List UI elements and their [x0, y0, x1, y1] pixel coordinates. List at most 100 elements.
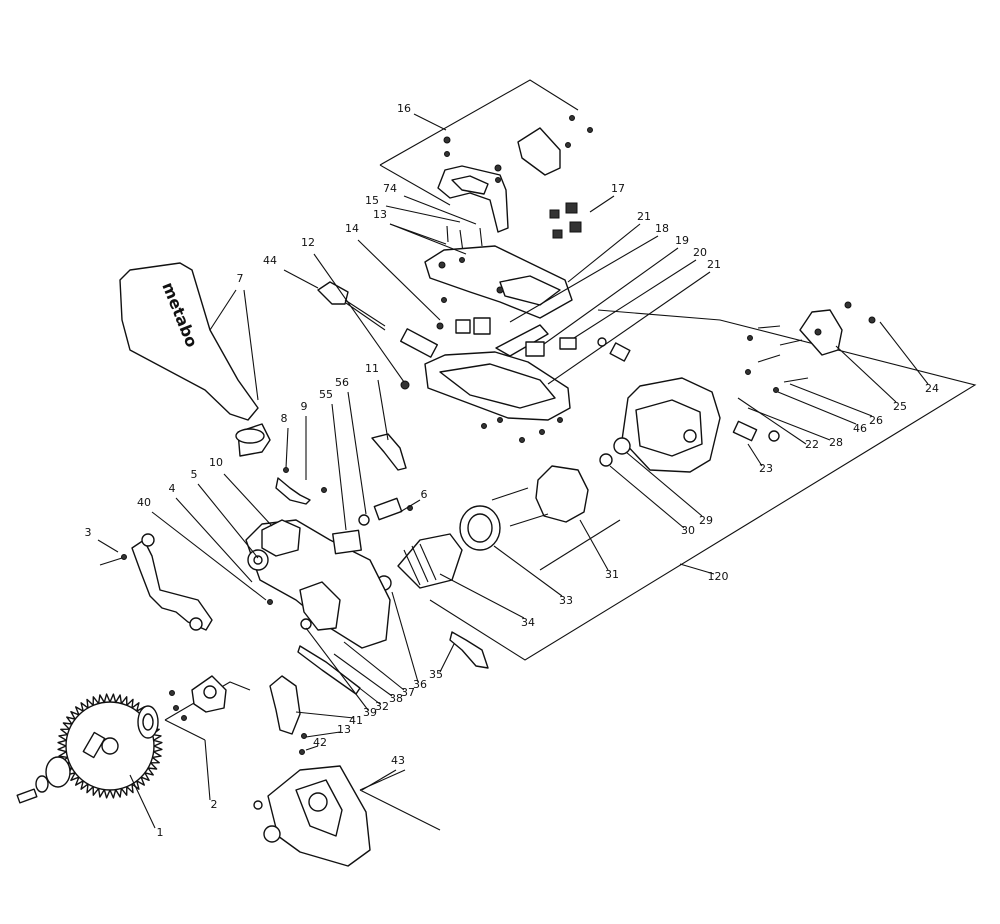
callout-28: 28 [829, 436, 843, 449]
leader-line-120 [679, 563, 715, 575]
callout-29: 29 [699, 514, 713, 527]
callout-34: 34 [521, 616, 535, 629]
leader-line-14 [357, 239, 441, 321]
base-housing [424, 351, 571, 443]
callout-13: 13 [337, 723, 351, 736]
callout-33: 33 [559, 594, 573, 607]
leader-line-4 [175, 497, 253, 583]
callout-120: 120 [708, 570, 729, 583]
callout-5: 5 [191, 468, 198, 481]
callout-32: 32 [375, 700, 389, 713]
callout-43: 43 [391, 754, 405, 767]
leader-line-36 [391, 591, 419, 683]
leader-line-44 [283, 269, 319, 289]
switch-parts [400, 297, 577, 390]
saw-blade-assembly [16, 675, 227, 804]
leader-line-33 [493, 545, 563, 597]
leader-line-40 [151, 511, 267, 601]
leader-line-55 [331, 403, 347, 531]
motor-housing [597, 301, 876, 473]
leader-line-22 [737, 397, 807, 445]
upper-guard [245, 519, 391, 649]
leader-line-18 [509, 235, 659, 323]
callout-3: 3 [85, 526, 92, 539]
group-lines [164, 79, 977, 831]
callout-38: 38 [389, 692, 403, 705]
callout-14: 14 [345, 222, 359, 235]
leader-line-38 [333, 653, 393, 697]
leader-line-32 [325, 661, 381, 705]
callout-42: 42 [313, 736, 327, 749]
callout-2: 2 [211, 798, 218, 811]
leader-line-26 [789, 383, 873, 417]
brush-holders [332, 497, 413, 555]
leader-line-6 [399, 499, 421, 513]
leader-line-43 [361, 769, 397, 791]
leader-line-56 [347, 391, 367, 515]
leader-line-15 [385, 205, 461, 223]
callout-9: 9 [301, 400, 308, 413]
leader-line-11 [377, 379, 389, 441]
leader-lines [97, 113, 929, 829]
leader-line-20 [573, 259, 697, 339]
leader-line-28 [747, 407, 831, 441]
callout-23: 23 [759, 462, 773, 475]
callout-10: 10 [209, 456, 223, 469]
callout-74: 74 [383, 182, 397, 195]
callout-37: 37 [401, 686, 415, 699]
callout-41: 41 [349, 714, 363, 727]
leader-line-1 [129, 774, 156, 829]
callout-18: 18 [655, 222, 669, 235]
callout-21: 21 [707, 258, 721, 271]
callout-36: 36 [413, 678, 427, 691]
leader-line-39 [305, 627, 369, 711]
leader-line-5 [197, 483, 259, 559]
leader-line-29 [625, 451, 703, 517]
handle-assembly [437, 115, 593, 253]
leader-line-25 [835, 345, 897, 403]
leader-line-34 [439, 573, 525, 619]
callout-26: 26 [869, 414, 883, 427]
leader-line-16 [413, 113, 447, 131]
callout-39: 39 [363, 706, 377, 719]
leader-line-37 [343, 641, 405, 691]
callout-56: 56 [335, 376, 349, 389]
callout-11: 11 [365, 362, 379, 375]
leader-line-21 [567, 223, 641, 283]
callout-13: 13 [373, 208, 387, 221]
motor-internals [376, 437, 631, 591]
callout-12: 12 [301, 236, 315, 249]
top-housing-cover [424, 245, 573, 319]
leader-line-13 [389, 223, 467, 255]
leader-line-35 [439, 643, 455, 673]
leader-line-2 [204, 739, 211, 801]
leader-line-3 [97, 539, 119, 553]
leader-line-19 [543, 247, 679, 345]
callout-31: 31 [605, 568, 619, 581]
callout-4: 4 [169, 482, 176, 495]
callout-15: 15 [365, 194, 379, 207]
callout-40: 40 [137, 496, 151, 509]
callout-55: 55 [319, 388, 333, 401]
leader-line-30 [609, 465, 685, 529]
callout-21: 21 [637, 210, 651, 223]
leader-line-17 [589, 195, 615, 213]
callout-17: 17 [611, 182, 625, 195]
lower-guard [253, 618, 489, 867]
leader-line-23 [747, 443, 763, 467]
callout-35: 35 [429, 668, 443, 681]
leader-line-31 [579, 519, 609, 571]
leader-line-46 [777, 391, 857, 425]
callout-8: 8 [281, 412, 288, 425]
callout-24: 24 [925, 382, 939, 395]
leader-line-74 [403, 195, 477, 225]
callout-30: 30 [681, 524, 695, 537]
leader-line-24 [879, 321, 929, 385]
levers-brackets [99, 433, 407, 631]
leader-line-13 [305, 731, 341, 738]
dust-bag: metabo [119, 262, 271, 457]
leader-line-42 [305, 745, 319, 751]
callout-20: 20 [693, 246, 707, 259]
